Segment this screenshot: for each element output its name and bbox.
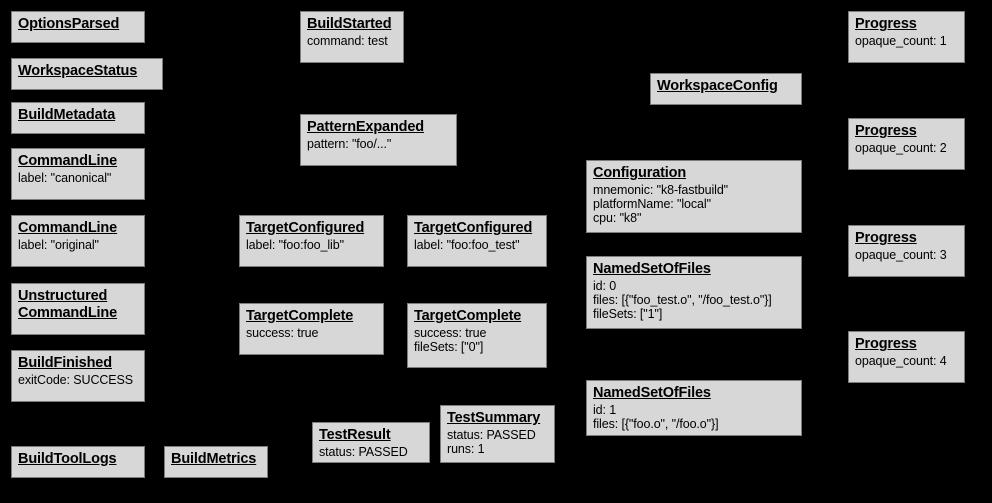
event-node-field: label: "canonical" — [18, 170, 112, 185]
event-node-title: NamedSetOfFiles — [593, 261, 711, 277]
event-node-options-parsed[interactable]: OptionsParsed — [11, 11, 145, 43]
event-node-field: label: "foo:foo_lib" — [246, 237, 344, 252]
event-node-field: status: PASSED — [447, 427, 536, 442]
event-node-title: TargetComplete — [414, 308, 522, 324]
event-node-field: pattern: "foo/..." — [307, 136, 392, 151]
event-node-title: BuildMetadata — [18, 107, 116, 123]
event-node-title: WorkspaceStatus — [18, 63, 138, 79]
event-node-field: success: true — [414, 325, 487, 340]
event-node-field: fileSets: ["1"] — [593, 307, 663, 322]
event-node-title: TargetComplete — [246, 308, 354, 324]
event-node-field: success: true — [246, 325, 319, 340]
event-node-title: NamedSetOfFiles — [593, 385, 711, 401]
event-node-title: Progress — [855, 123, 917, 139]
event-node-title: Progress — [855, 336, 917, 352]
event-node-build-metrics[interactable]: BuildMetrics — [164, 446, 268, 478]
event-node-title: BuildMetrics — [171, 451, 257, 467]
event-node-title: TestResult — [319, 427, 391, 443]
event-node-field: label: "original" — [18, 237, 99, 252]
event-node-workspace-status[interactable]: WorkspaceStatus — [11, 58, 163, 90]
event-node-title: Progress — [855, 230, 917, 246]
event-node-field: command: test — [307, 33, 388, 48]
event-node-field: fileSets: ["0"] — [414, 339, 484, 354]
event-node-field: platformName: "local" — [593, 196, 711, 211]
event-node-field: id: 0 — [593, 278, 617, 293]
event-node-field: label: "foo:foo_test" — [414, 237, 520, 252]
event-node-title: Configuration — [593, 165, 687, 181]
event-node-title: BuildStarted — [307, 16, 392, 32]
event-node-field: opaque_count: 1 — [855, 33, 947, 48]
event-node-field: cpu: "k8" — [593, 211, 642, 226]
event-node-title: PatternExpanded — [307, 119, 424, 135]
event-node-field: files: [{"foo_test.o", "/foo_test.o"}] — [593, 292, 772, 307]
event-node-field: runs: 1 — [447, 441, 485, 456]
event-node-workspace-config[interactable]: WorkspaceConfig — [650, 73, 802, 105]
event-node-unstructured-command-line[interactable]: Unstructured CommandLine — [11, 283, 145, 335]
event-node-title: BuildToolLogs — [18, 451, 117, 467]
event-node-title: TestSummary — [447, 410, 541, 426]
event-node-field: opaque_count: 2 — [855, 140, 947, 155]
event-node-field: exitCode: SUCCESS — [18, 372, 134, 387]
event-node-field: opaque_count: 4 — [855, 353, 947, 368]
event-node-field: opaque_count: 3 — [855, 247, 947, 262]
event-node-field: id: 1 — [593, 402, 617, 417]
event-node-title: CommandLine — [18, 220, 118, 236]
event-node-title: CommandLine — [18, 153, 118, 169]
event-node-field: status: PASSED — [319, 444, 408, 459]
event-node-title: BuildFinished — [18, 355, 112, 371]
event-node-title: Unstructured CommandLine — [18, 288, 118, 321]
event-node-title: TargetConfigured — [246, 220, 365, 236]
event-node-field: mnemonic: "k8-fastbuild" — [593, 182, 729, 197]
event-node-title: Progress — [855, 16, 917, 32]
event-node-title: TargetConfigured — [414, 220, 533, 236]
event-node-build-tool-logs[interactable]: BuildToolLogs — [11, 446, 145, 478]
event-node-title: WorkspaceConfig — [657, 78, 778, 94]
event-node-build-metadata[interactable]: BuildMetadata — [11, 102, 145, 134]
event-node-field: files: [{"foo.o", "/foo.o"}] — [593, 416, 719, 431]
event-node-title: OptionsParsed — [18, 16, 120, 32]
